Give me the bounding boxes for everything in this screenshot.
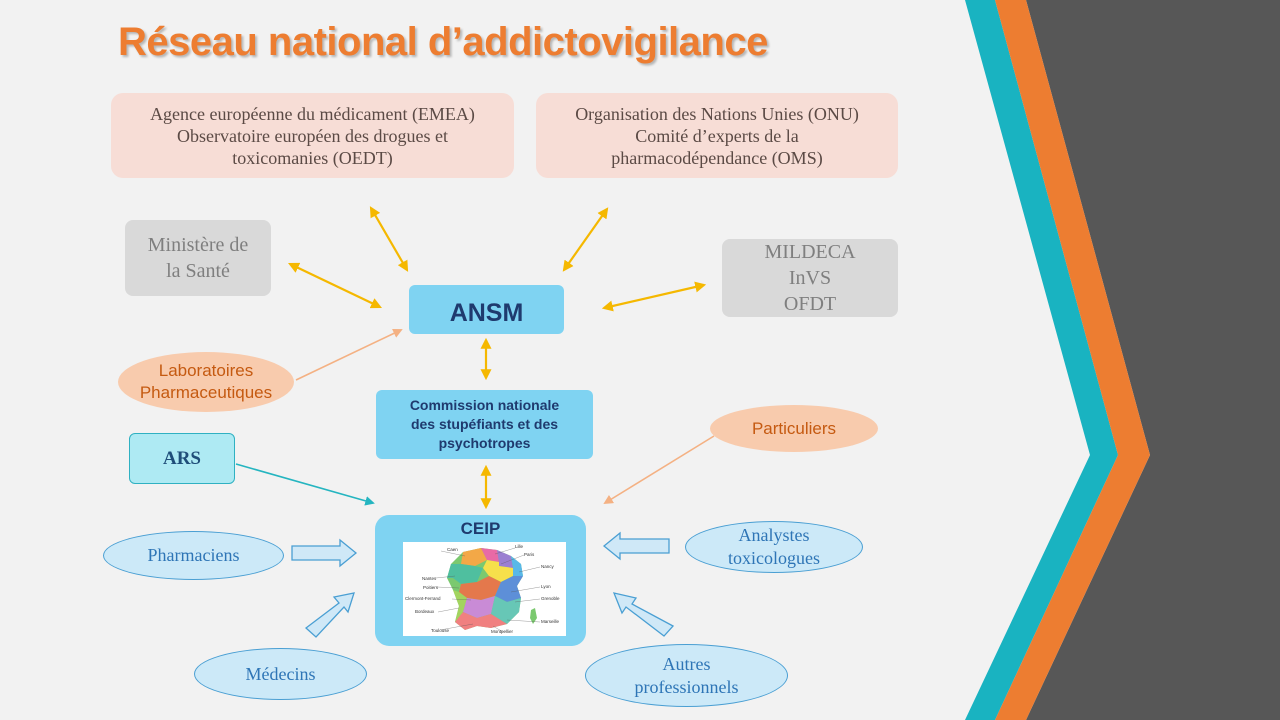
map-label-nantes: Nantes: [422, 576, 437, 581]
arrow-particuliers-ceip: [603, 435, 715, 505]
arrow-ansm-ministere: [288, 262, 382, 309]
emea-oedt-box: Agence européenne du médicament (EMEA) O…: [111, 93, 514, 178]
map-label-toulouse: Toulouse: [431, 628, 450, 633]
map-label-nancy: Nancy: [541, 564, 554, 569]
medecins-oval: Médecins: [194, 648, 367, 700]
block-arrow-autres: [612, 592, 675, 637]
map-label-clermont: Clermont-Ferrand: [405, 596, 441, 601]
pharmaciens-oval: Pharmaciens: [103, 531, 284, 580]
block-arrow-analystes: [602, 531, 670, 561]
arrow-labos-ansm: [295, 328, 403, 381]
arrow-ansm-mildeca: [601, 281, 707, 312]
map-label-grenoble: Grenoble: [541, 596, 560, 601]
commission-box: Commission nationale des stupéfiants et …: [376, 390, 593, 459]
laboratoires-oval: Laboratoires Pharmaceutiques: [118, 352, 294, 412]
mildeca-box: MILDECA InVS OFDT: [722, 239, 898, 317]
block-arrow-pharmaciens: [291, 538, 358, 568]
particuliers-oval: Particuliers: [710, 405, 878, 452]
map-label-marseille: Marseille: [541, 619, 560, 624]
map-label-lyon: Lyon: [541, 584, 551, 589]
arrow-ansm-onu: [562, 207, 609, 272]
map-label-poitiers: Poitiers: [423, 585, 439, 590]
ansm-box: ANSM: [409, 285, 564, 334]
autres-professionnels-oval: Autres professionnels: [585, 644, 788, 707]
ceip-label: CEIP: [460, 519, 501, 538]
ceip-box: CEIP Cae: [375, 515, 586, 646]
onu-oms-box: Organisation des Nations Unies (ONU) Com…: [536, 93, 898, 178]
analystes-oval: Analystes toxicologues: [685, 521, 863, 573]
map-label-bordeaux: Bordeaux: [415, 609, 435, 614]
page-title: Réseau national d’addictovigilance: [118, 20, 768, 64]
ars-box: ARS: [129, 433, 235, 484]
map-label-caen: Caen: [447, 547, 458, 552]
france-map-shape: [435, 547, 541, 633]
map-label-montpellier: Montpellier: [491, 629, 514, 634]
map-label-paris: Paris: [524, 552, 535, 557]
france-map: Caen Lille Paris Nantes Nancy Poitiers C…: [403, 542, 566, 636]
map-label-lille: Lille: [515, 544, 524, 549]
block-arrow-medecins: [304, 592, 355, 638]
arrow-ars-ceip: [235, 463, 375, 506]
arrow-ansm-emea: [369, 206, 409, 272]
ministere-sante-box: Ministère de la Santé: [125, 220, 271, 296]
